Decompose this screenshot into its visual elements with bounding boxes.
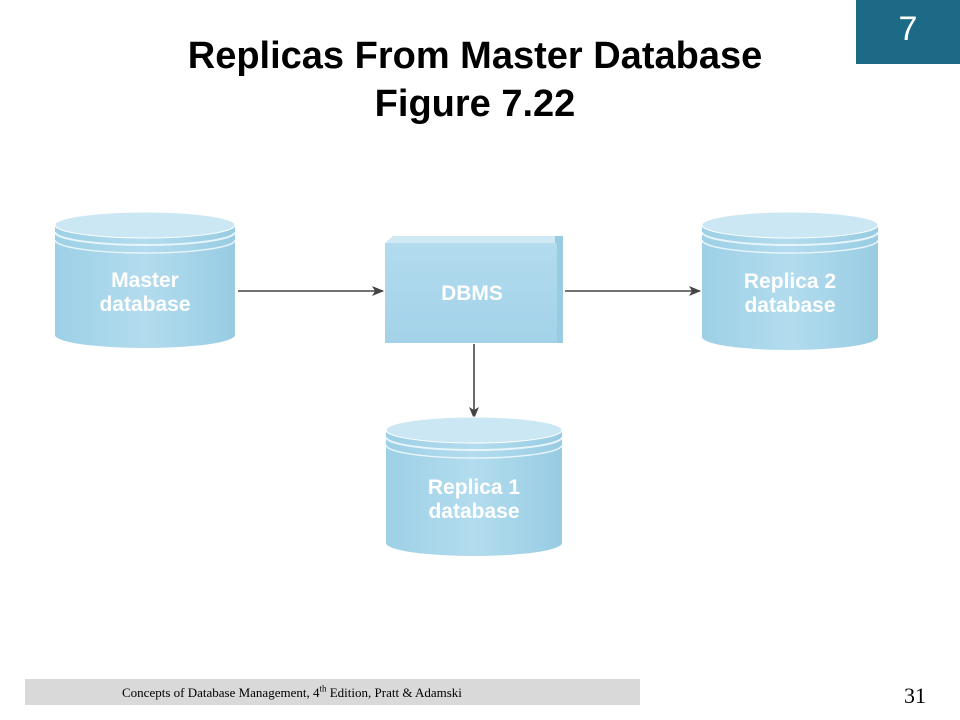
node-master-database: Master database (54, 211, 236, 348)
citation-prefix: Concepts of Database Management, 4 (122, 685, 320, 700)
replica1-label-line-2: database (428, 500, 519, 523)
citation-suffix: Edition, Pratt & Adamski (326, 685, 462, 700)
footer-citation: Concepts of Database Management, 4th Edi… (122, 684, 462, 702)
chapter-badge: 7 (856, 0, 960, 64)
replica2-label-line-1: Replica 2 (744, 270, 836, 293)
master-label-line-1: Master (111, 269, 179, 292)
edges (238, 286, 701, 419)
replica2-label-line-2: database (744, 294, 835, 317)
node-replica1-database: Replica 1 database (385, 416, 563, 556)
node-dbms: DBMS (385, 236, 563, 343)
slide-title: Replicas From Master Database Figure 7.2… (60, 32, 890, 128)
citation-superscript: th (319, 683, 327, 694)
replica1-label-line-1: Replica 1 (428, 476, 521, 499)
dbms-label: DBMS (441, 282, 503, 305)
chapter-number: 7 (898, 10, 918, 48)
title-line-2: Figure 7.22 (374, 83, 576, 125)
footer-bar (25, 679, 640, 705)
node-replica2-database: Replica 2 database (701, 211, 879, 350)
master-label-line-2: database (99, 293, 190, 316)
page-number: 31 (904, 683, 926, 708)
title-line-1: Replicas From Master Database (187, 35, 763, 77)
